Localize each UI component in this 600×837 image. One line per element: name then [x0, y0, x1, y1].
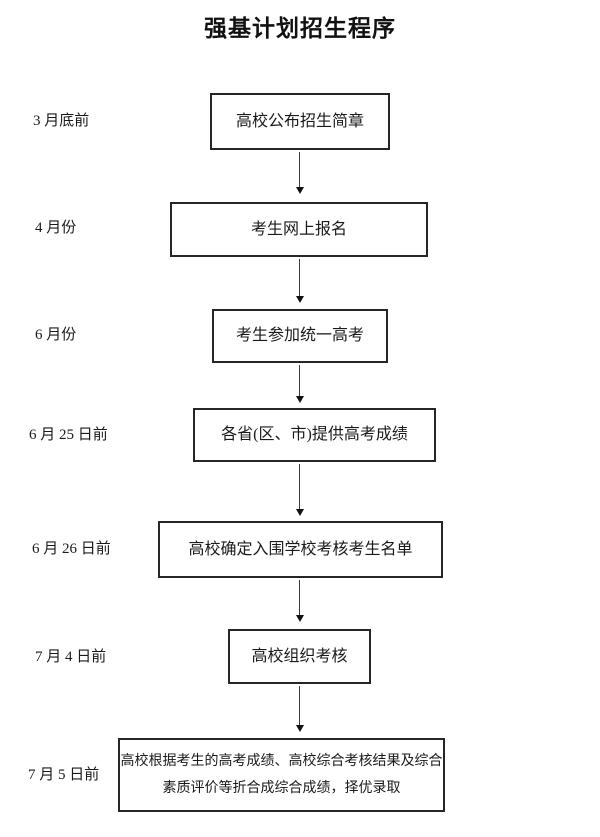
date-label-step-4: 6 月 25 日前	[29, 427, 108, 443]
arrow-head-icon	[295, 187, 304, 194]
arrow-head-icon	[295, 509, 304, 516]
flow-step-text: 考生网上报名	[250, 220, 347, 238]
arrow-head-icon	[295, 296, 304, 303]
flow-step-text-line-2: 素质评价等折合成综合成绩，择优录取	[162, 781, 401, 796]
flow-step-text: 高校公布招生简章	[235, 112, 364, 130]
arrow-down-connector	[295, 259, 304, 303]
flow-step-text: 高校确定入围学校考核考生名单	[188, 540, 413, 558]
flow-step-box-2: 考生网上报名	[170, 202, 428, 257]
date-label-step-2: 4 月份	[35, 220, 77, 236]
arrow-shaft	[299, 686, 300, 725]
arrow-shaft	[299, 580, 300, 615]
arrow-shaft	[299, 259, 300, 296]
flow-step-box-3: 考生参加统一高考	[212, 309, 388, 363]
arrow-down-connector	[295, 580, 304, 622]
arrow-shaft	[299, 152, 300, 187]
arrow-down-connector	[295, 686, 304, 732]
flow-step-box-1: 高校公布招生简章	[210, 93, 390, 150]
flow-step-text: 高校组织考核	[251, 647, 348, 665]
arrow-down-connector	[295, 464, 304, 516]
flow-step-box-6: 高校组织考核	[228, 629, 371, 684]
date-label-step-1: 3 月底前	[33, 113, 90, 129]
flow-step-box-5: 高校确定入围学校考核考生名单	[158, 521, 443, 578]
arrow-head-icon	[295, 396, 304, 403]
date-label-step-5: 6 月 26 日前	[32, 541, 111, 557]
flow-step-text: 考生参加统一高考	[235, 327, 364, 344]
arrow-shaft	[299, 365, 300, 396]
arrow-head-icon	[295, 725, 304, 732]
arrow-head-icon	[295, 615, 304, 622]
page-title: 强基计划招生程序	[204, 15, 396, 41]
flow-step-text-line-1: 高校根据考生的高考成绩、高校综合考核结果及综合	[120, 754, 443, 769]
flow-step-box-4: 各省(区、市)提供高考成绩	[193, 408, 436, 462]
arrow-shaft	[299, 464, 300, 509]
date-label-step-7: 7 月 5 日前	[28, 767, 100, 783]
date-label-step-3: 6 月份	[35, 327, 77, 343]
date-label-step-6: 7 月 4 日前	[35, 649, 107, 665]
flow-step-box-7: 高校根据考生的高考成绩、高校综合考核结果及综合 素质评价等折合成综合成绩，择优录…	[118, 738, 445, 812]
flow-step-text: 各省(区、市)提供高考成绩	[221, 426, 408, 443]
arrow-down-connector	[295, 365, 304, 403]
arrow-down-connector	[295, 152, 304, 194]
